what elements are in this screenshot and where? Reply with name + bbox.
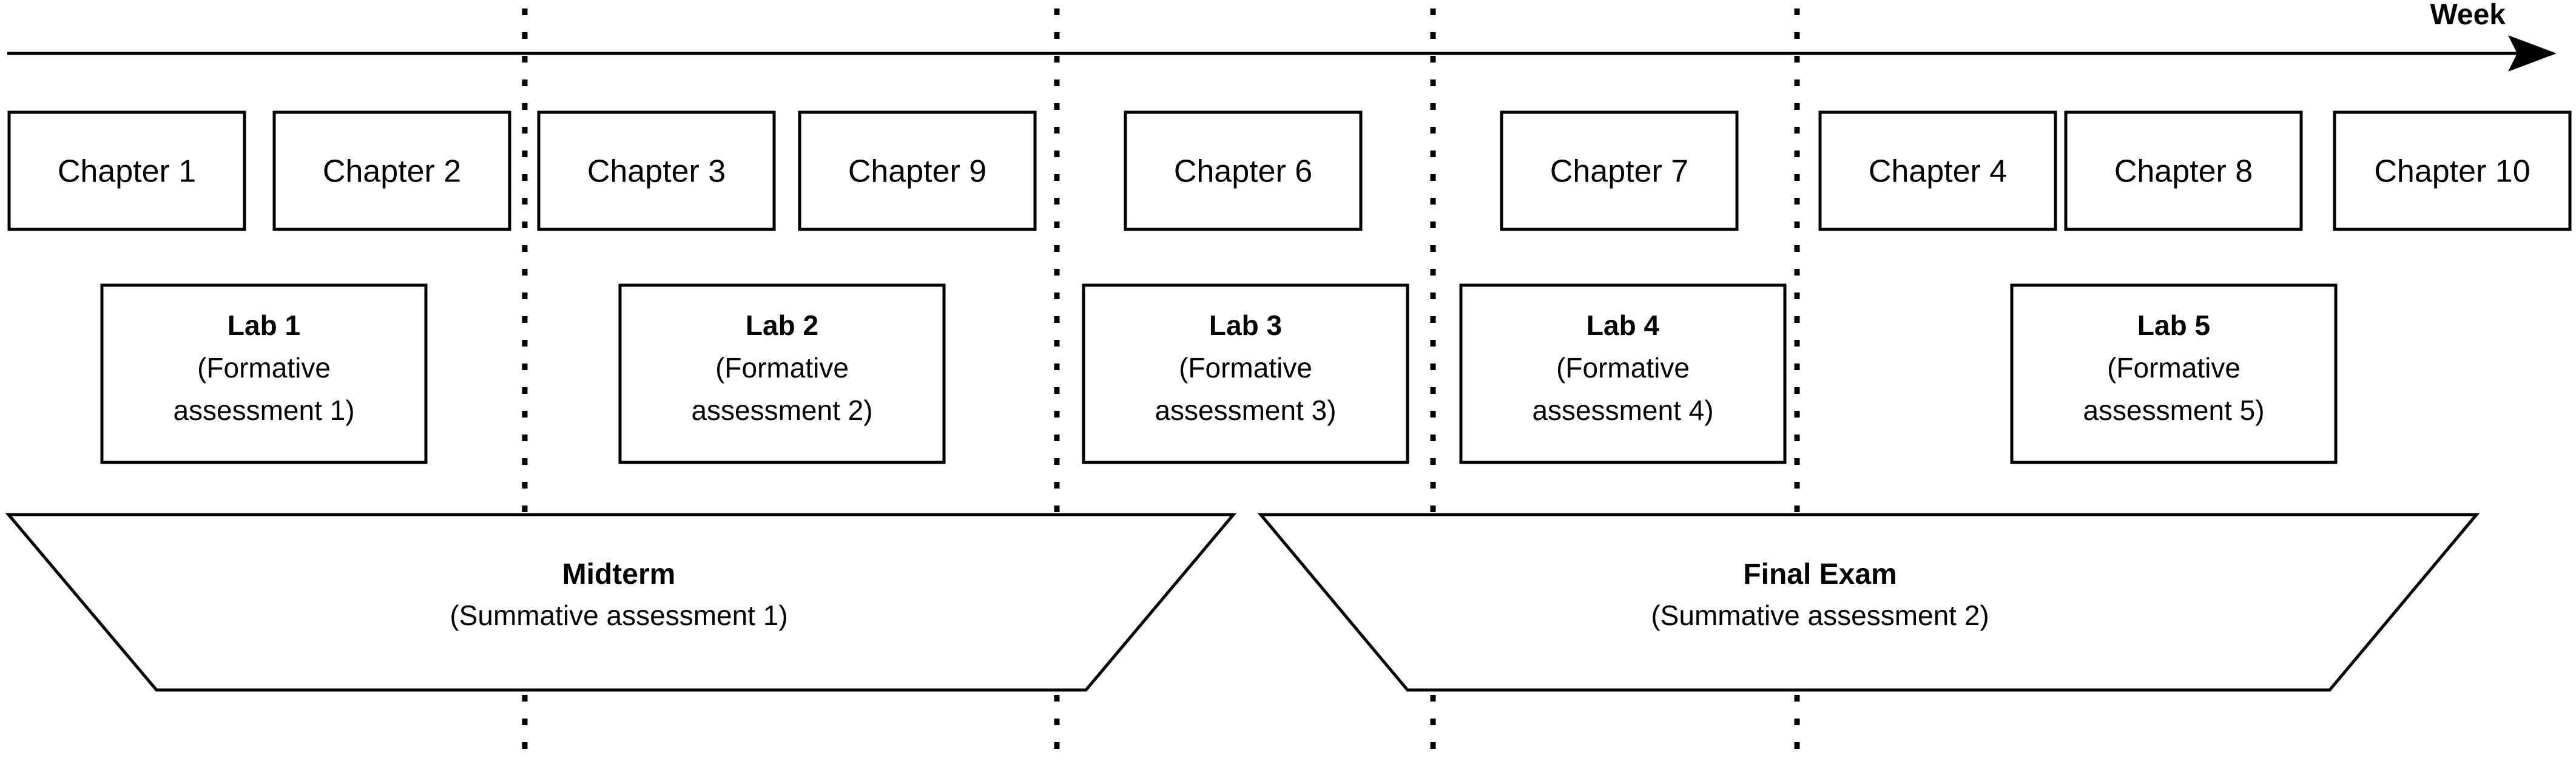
assessment-title: Midterm	[562, 558, 676, 590]
axis-label-week: Week	[2430, 0, 2506, 31]
chapter-label: Chapter 7	[1550, 154, 1688, 189]
chapter-box: Chapter 1	[7, 110, 246, 231]
lab-subtitle-line-2: assessment 4)	[1532, 394, 1713, 426]
assessment-title: Final Exam	[1743, 558, 1897, 590]
chapter-label: Chapter 10	[2374, 154, 2530, 189]
lab-box-frame	[1459, 283, 1787, 464]
chapter-label: Chapter 9	[848, 154, 986, 189]
lab-title: Lab 5	[2137, 309, 2210, 341]
lab-title: Lab 1	[228, 309, 300, 341]
lab-box: Lab 1 (Formative assessment 1)	[100, 283, 428, 464]
lab-box: Lab 4 (Formative assessment 4)	[1459, 283, 1787, 464]
assessment-trapezoid	[5, 513, 1237, 692]
assessment-subtitle: (Summative assessment 1)	[450, 600, 787, 631]
assessment-shapes: Midterm (Summative assessment 1) Final Exa…	[5, 513, 2480, 692]
lab-box-frame	[100, 283, 428, 464]
chapter-label: Chapter 8	[2114, 154, 2253, 189]
lab-box: Lab 3 (Formative assessment 3)	[1082, 283, 1409, 464]
lab-subtitle-line-2: assessment 3)	[1155, 394, 1336, 426]
chapter-box: Chapter 2	[272, 110, 511, 231]
chapter-box-frame	[1500, 110, 1739, 231]
chapter-boxes: Chapter 1 Chapter 2 Chapter 3 Chapter 9 Chap…	[7, 110, 2572, 231]
chapter-box: Chapter 6	[1124, 110, 1363, 231]
chapter-label: Chapter 6	[1174, 154, 1312, 189]
lab-title: Lab 2	[746, 309, 818, 341]
lab-subtitle-line-1: (Formative	[197, 352, 331, 384]
lab-box: Lab 5 (Formative assessment 5)	[2010, 283, 2338, 464]
chapter-box-frame	[537, 110, 776, 231]
chapter-box-frame	[272, 110, 511, 231]
assessment-subtitle: (Summative assessment 2)	[1651, 600, 1989, 631]
chapter-box: Chapter 9	[798, 110, 1037, 231]
lab-box: Lab 2 (Formative assessment 2)	[618, 283, 946, 464]
lab-subtitle-line-2: assessment 2)	[691, 394, 872, 426]
chapter-box: Chapter 10	[2333, 110, 2572, 231]
lab-title: Lab 4	[1586, 309, 1660, 341]
chapter-label: Chapter 3	[587, 154, 726, 189]
assessment-midterm: Midterm (Summative assessment 1)	[5, 513, 1237, 692]
chapter-box-frame	[2064, 110, 2303, 231]
lab-subtitle-line-1: (Formative	[1556, 352, 1690, 384]
chapter-box-frame	[798, 110, 1037, 231]
lab-title: Lab 3	[1209, 309, 1282, 341]
assessment-final-exam: Final Exam (Summative assessment 2)	[1257, 513, 2480, 692]
chapter-box-frame	[2333, 110, 2572, 231]
lab-subtitle-line-1: (Formative	[2107, 352, 2241, 384]
chapter-box: Chapter 3	[537, 110, 776, 231]
lab-subtitle-line-2: assessment 5)	[2083, 394, 2264, 426]
assessment-trapezoid	[1257, 513, 2480, 692]
chapter-label: Chapter 1	[58, 154, 196, 189]
lab-box-frame	[2010, 283, 2338, 464]
chapter-box: Chapter 7	[1500, 110, 1739, 231]
chapter-label: Chapter 4	[1869, 154, 2007, 189]
lab-subtitle-line-1: (Formative	[715, 352, 849, 384]
chapter-box: Chapter 8	[2064, 110, 2303, 231]
lab-box-frame	[618, 283, 946, 464]
lab-boxes: Lab 1 (Formative assessment 1) Lab 2 (Format…	[100, 283, 2338, 464]
chapter-box-frame	[1124, 110, 1363, 231]
chapter-box-frame	[1818, 110, 2057, 231]
lab-subtitle-line-1: (Formative	[1179, 352, 1312, 384]
lab-box-frame	[1082, 283, 1409, 464]
lab-subtitle-line-2: assessment 1)	[173, 394, 354, 426]
chapter-box: Chapter 4	[1818, 110, 2057, 231]
week-axis: Week	[7, 0, 2557, 72]
chapter-box-frame	[7, 110, 246, 231]
chapter-label: Chapter 2	[323, 154, 461, 189]
